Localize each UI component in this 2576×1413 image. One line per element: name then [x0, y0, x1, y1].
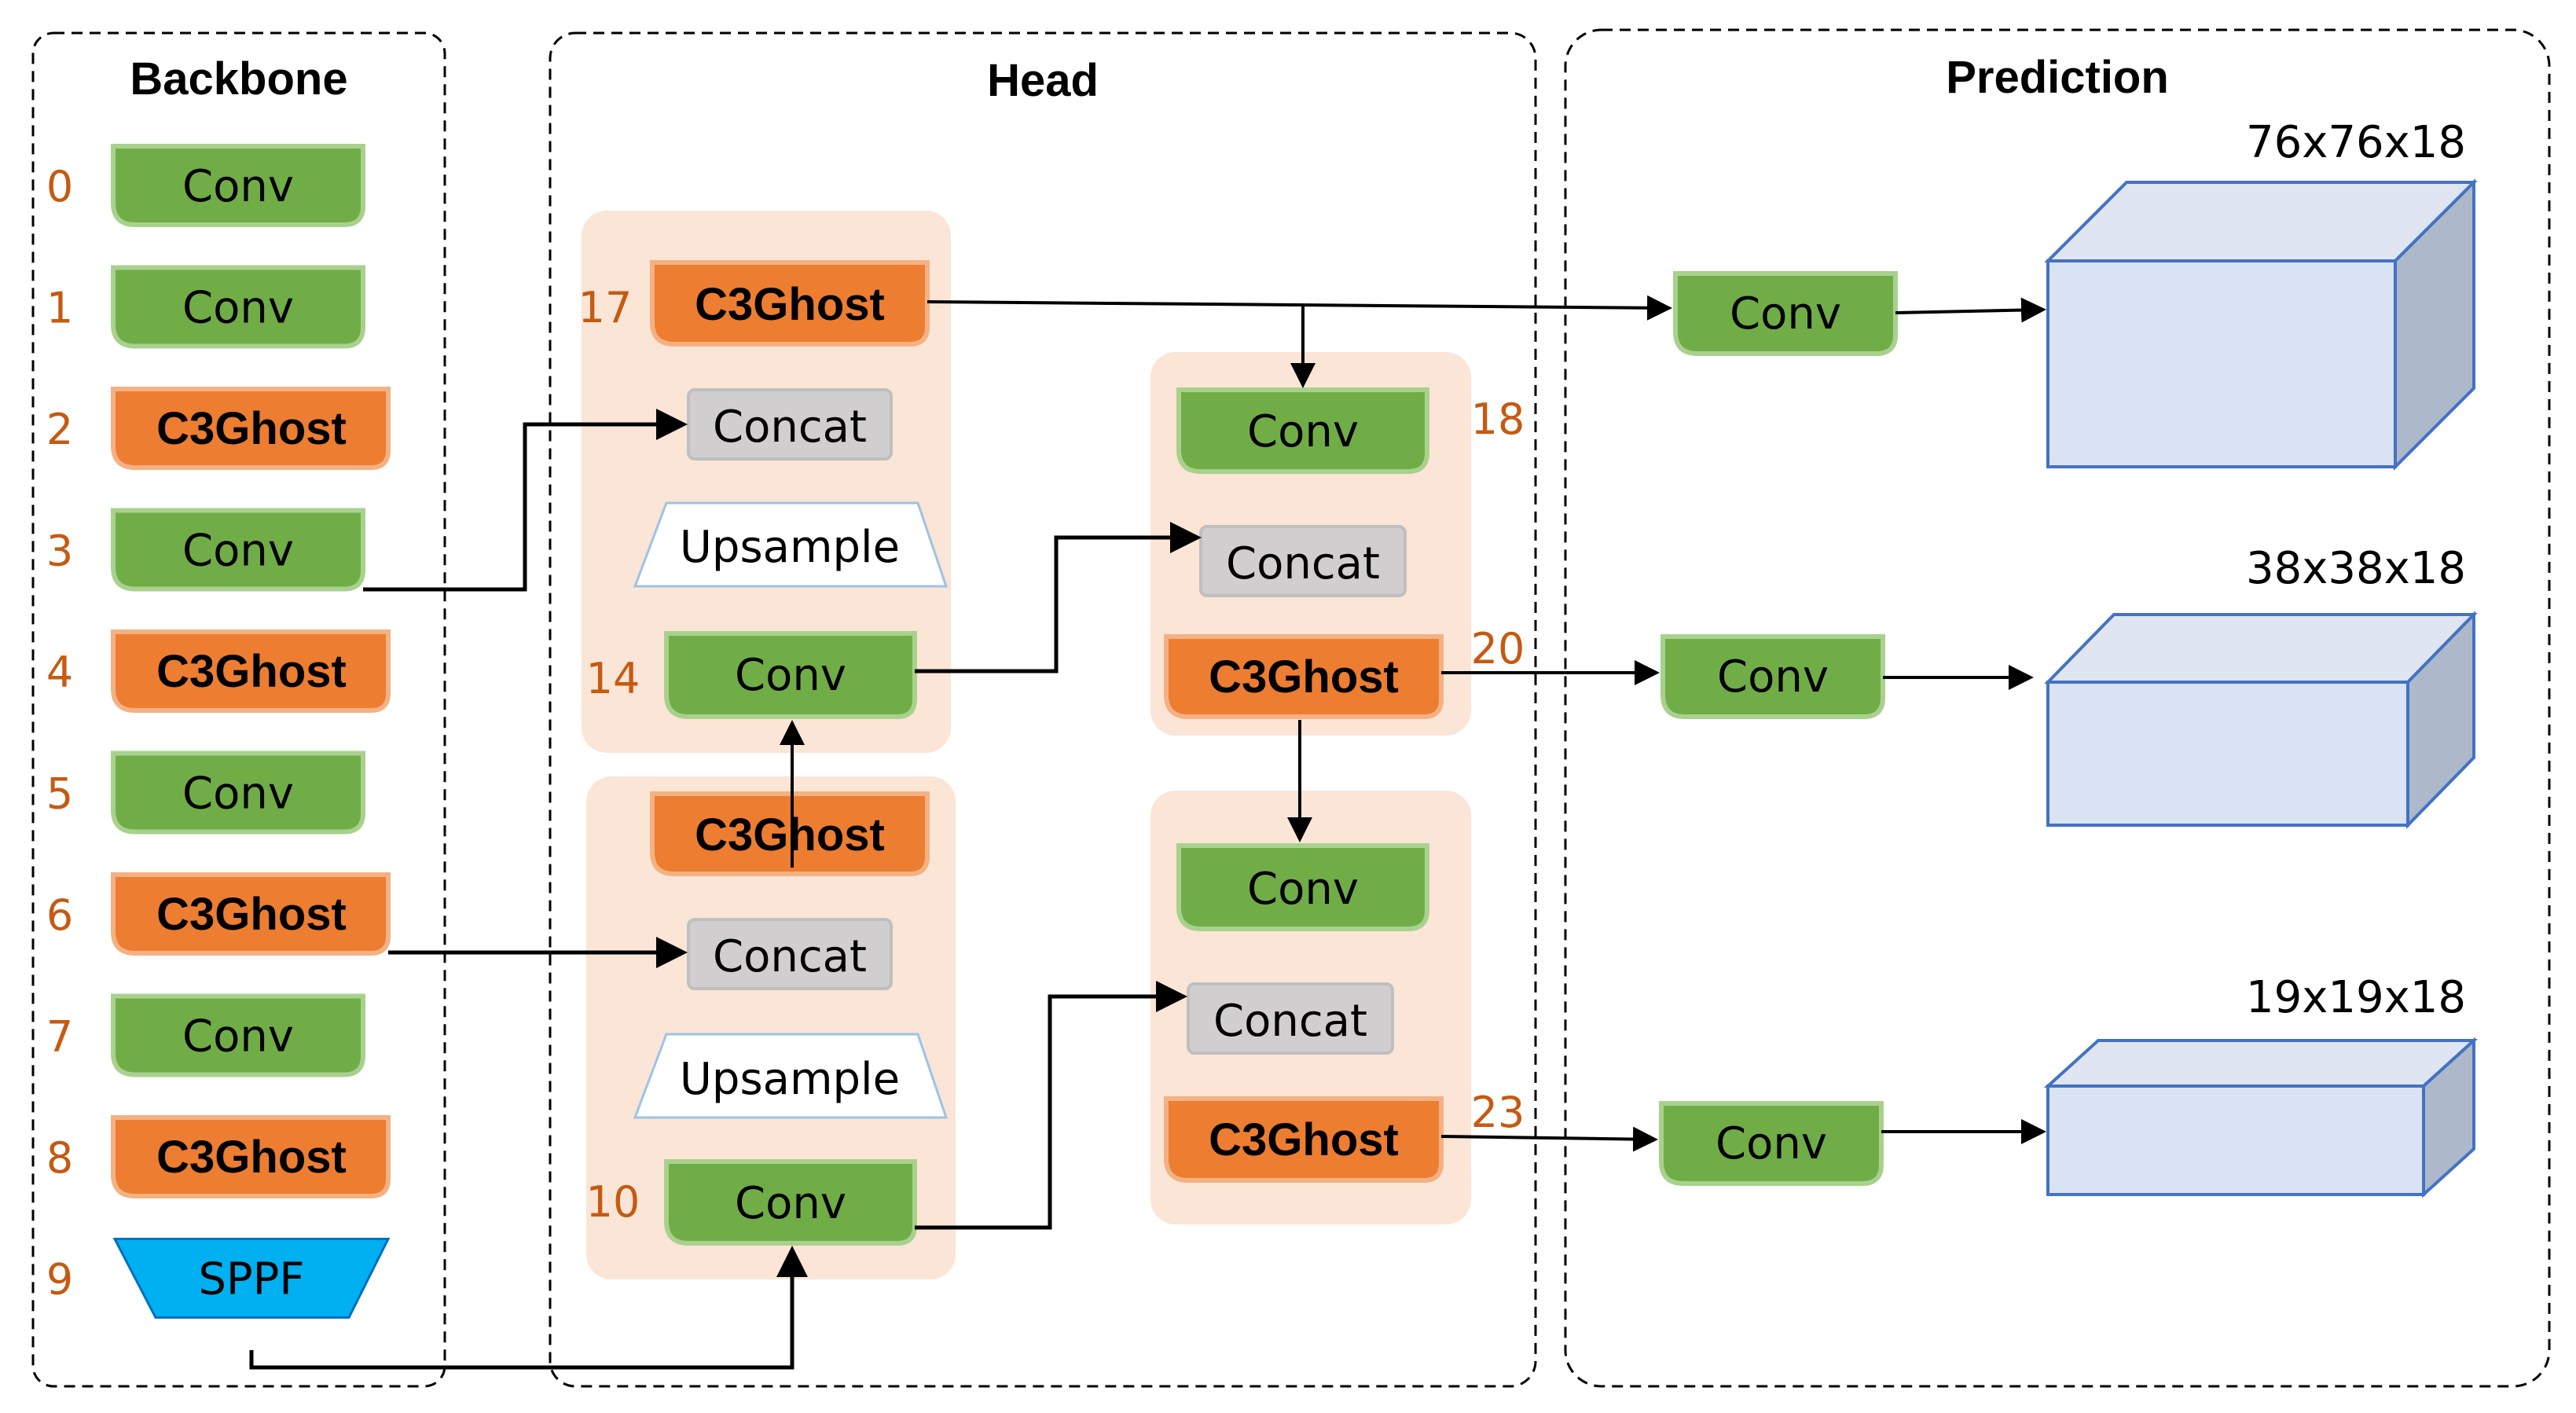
connector-3-to-concat — [363, 409, 688, 592]
concat-block-lower-left — [687, 918, 893, 990]
backbone-block-7 — [111, 993, 365, 1077]
backbone-index-6: 6 — [46, 890, 73, 940]
backbone-block-1 — [111, 265, 365, 349]
backbone-block-2 — [111, 387, 391, 470]
backbone-block-0 — [111, 144, 365, 227]
upsample-label-upper-left: Upsample — [680, 522, 900, 573]
backbone-label-6: C3Ghost — [156, 889, 347, 940]
backbone-index-5: 5 — [46, 769, 73, 819]
conv-block-14 — [664, 631, 917, 719]
output-tensor-3-front — [2046, 1085, 2425, 1196]
conv-block-18 — [1176, 387, 1429, 474]
backbone-title: Backbone — [130, 53, 347, 105]
c3ghost-block-17 — [650, 260, 930, 347]
output-tensor-2 — [2044, 611, 2478, 829]
backbone-label-2: C3Ghost — [156, 403, 347, 454]
backbone-block-8 — [111, 1115, 391, 1198]
backbone-label-5: Conv — [182, 769, 294, 820]
head-section — [549, 31, 1537, 1388]
backbone-label-4: C3Ghost — [156, 646, 347, 697]
layer-number-23: 23 — [1471, 1088, 1525, 1137]
conv-label-10: Conv — [735, 1178, 846, 1229]
head-title: Head — [987, 55, 1099, 106]
head-group-lower-left — [586, 776, 956, 1279]
prediction-conv-2 — [1660, 634, 1885, 719]
layer-number-18: 18 — [1471, 395, 1525, 444]
conv-block-lower-right — [1176, 843, 1429, 931]
connector-sppf-to-conv-10 — [249, 1246, 808, 1370]
backbone-block-9 — [112, 1238, 391, 1319]
prediction-conv-label-3: Conv — [1715, 1118, 1827, 1169]
layer-number-20: 20 — [1471, 624, 1525, 673]
layer-number-10: 10 — [586, 1177, 640, 1227]
upsample-block-lower-left — [633, 1033, 949, 1119]
output-dims-3: 19x19x18 — [2246, 972, 2466, 1023]
prediction-conv-label-1: Conv — [1730, 288, 1841, 339]
backbone-block-6 — [111, 872, 391, 956]
prediction-conv-label-2: Conv — [1717, 651, 1829, 703]
concat-block-upper-right — [1199, 525, 1407, 597]
output-tensor-2-front — [2046, 681, 2409, 827]
c3ghost-label-lower-left: C3Ghost — [695, 809, 885, 861]
c3ghost-block-20 — [1164, 634, 1444, 719]
backbone-index-8: 8 — [46, 1133, 73, 1183]
output-tensor-3-top — [2043, 1039, 2479, 1088]
c3ghost-label-20: C3Ghost — [1209, 651, 1399, 703]
prediction-conv-3 — [1659, 1101, 1884, 1186]
backbone-block-5 — [111, 751, 365, 835]
c3ghost-block-lower-left — [650, 791, 930, 876]
layer-number-14: 14 — [586, 654, 640, 703]
backbone-label-3: Conv — [182, 526, 294, 577]
concat-label-upper-left: Concat — [713, 402, 867, 453]
backbone-label-9: SPPF — [198, 1254, 304, 1305]
backbone-label-7: Conv — [182, 1011, 294, 1063]
connector-prediction-1-output — [1895, 297, 2046, 323]
conv-label-lower-right: Conv — [1247, 864, 1359, 915]
concat-block-lower-right — [1187, 982, 1394, 1055]
connector-23-to-prediction — [1440, 1126, 1658, 1152]
output-tensor-1 — [2044, 178, 2478, 471]
c3ghost-label-23: C3Ghost — [1209, 1114, 1399, 1165]
backbone-label-8: C3Ghost — [156, 1132, 347, 1183]
output-tensor-1-front — [2046, 259, 2397, 468]
backbone-index-7: 7 — [46, 1012, 73, 1062]
backbone-section — [31, 31, 446, 1388]
backbone-index-4: 4 — [46, 648, 73, 697]
concat-label-lower-left: Concat — [713, 931, 867, 982]
concat-label-upper-right: Concat — [1226, 538, 1380, 589]
output-dims-2: 38x38x18 — [2246, 543, 2466, 594]
concat-block-upper-left — [687, 388, 893, 461]
backbone-label-0: Conv — [182, 161, 294, 212]
backbone-block-4 — [111, 629, 391, 713]
concat-label-lower-right: Concat — [1213, 996, 1367, 1047]
backbone-label-1: Conv — [182, 283, 294, 334]
conv-block-10 — [664, 1159, 917, 1246]
c3ghost-label-17: C3Ghost — [695, 279, 885, 330]
backbone-index-9: 9 — [46, 1255, 73, 1305]
prediction-section — [1564, 28, 2551, 1388]
prediction-conv-1 — [1673, 271, 1898, 356]
connector-10-to-concat — [915, 981, 1187, 1230]
c3ghost-block-23 — [1164, 1096, 1444, 1183]
backbone-index-2: 2 — [46, 405, 73, 454]
conv-label-14: Conv — [735, 650, 846, 701]
connector-14-to-concat — [915, 522, 1202, 673]
backbone-block-3 — [111, 508, 365, 592]
output-tensor-2-top — [2044, 613, 2478, 684]
conv-label-18: Conv — [1247, 406, 1359, 457]
prediction-title: Prediction — [1946, 52, 2169, 103]
layer-number-17: 17 — [578, 283, 633, 332]
backbone-index-0: 0 — [46, 162, 73, 211]
output-tensor-3 — [2043, 1037, 2479, 1198]
backbone-index-1: 1 — [46, 284, 73, 333]
connector-17-to-prediction — [927, 295, 1672, 321]
output-dims-1: 76x76x18 — [2246, 117, 2466, 168]
backbone-index-3: 3 — [46, 527, 73, 576]
upsample-label-lower-left: Upsample — [680, 1054, 900, 1105]
upsample-block-upper-left — [633, 501, 949, 588]
